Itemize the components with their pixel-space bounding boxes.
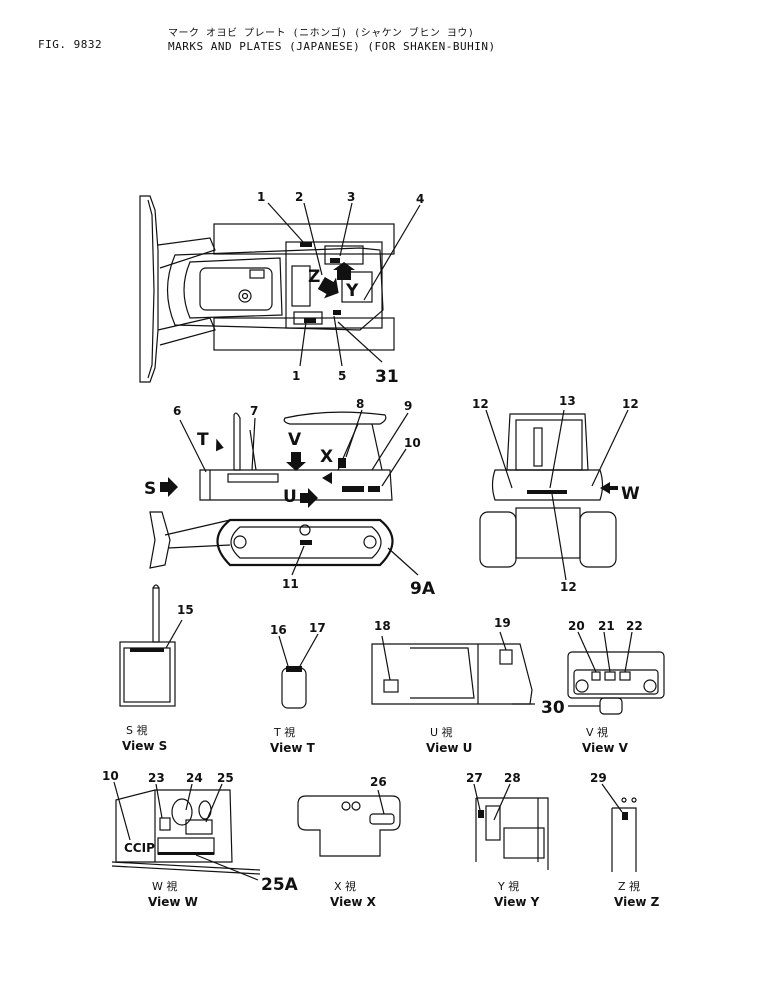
callout-11: 11 [282, 577, 299, 591]
callout-19: 19 [494, 616, 511, 630]
callout-7: 7 [250, 404, 258, 418]
callout-26: 26 [370, 775, 387, 789]
top-view-dozer [139, 195, 421, 383]
callout-1-top: 1 [257, 190, 265, 204]
arrow-label-w: W [621, 484, 640, 504]
view-w-jp: W 視 [152, 879, 177, 893]
view-t-label: View T [270, 741, 316, 755]
callout-22: 22 [626, 619, 643, 633]
callout-2: 2 [295, 190, 303, 204]
callout-23: 23 [148, 771, 165, 785]
callout-13: 13 [559, 394, 576, 408]
callout-25: 25 [217, 771, 234, 785]
arrow-label-z: Z [308, 267, 320, 287]
view-z-label: View Z [614, 895, 660, 909]
view-y-jp: Y 視 [497, 879, 519, 893]
callout-9a: 9A [410, 579, 436, 599]
callout-21: 21 [598, 619, 615, 633]
arrow-label-y: Y [345, 281, 359, 301]
callout-30: 30 [541, 698, 565, 718]
callout-1-bottom: 1 [292, 369, 300, 383]
callout-27: 27 [466, 771, 483, 785]
callout-10-view-w: 10 [102, 769, 119, 783]
callout-9: 9 [404, 399, 412, 413]
view-labels: S 視 View S T 視 View T U 視 View U V 視 Vie… [122, 723, 660, 909]
callout-16: 16 [270, 623, 287, 637]
callout-4: 4 [416, 192, 424, 206]
view-w-label: View W [148, 895, 198, 909]
view-x-jp: X 視 [334, 879, 356, 893]
view-s-detail [119, 584, 183, 707]
view-y-label: View Y [494, 895, 540, 909]
callout-17: 17 [309, 621, 326, 635]
callout-15: 15 [177, 603, 194, 617]
arrow-label-v: V [288, 430, 302, 450]
callout-12-right: 12 [622, 397, 639, 411]
callout-12-left: 12 [472, 397, 489, 411]
view-u-jp: U 視 [430, 725, 453, 739]
rear-view-dozer [479, 409, 629, 581]
view-v-label: View V [582, 741, 629, 755]
view-y-detail [473, 783, 549, 870]
view-v-jp: V 視 [586, 725, 608, 739]
arrow-label-u: U [283, 487, 297, 507]
view-t-jp: T 視 [273, 725, 295, 739]
view-s-jp: S 視 [126, 723, 147, 737]
view-s-label: View S [122, 739, 167, 753]
view-z-jp: Z 視 [618, 879, 640, 893]
callout-25a: 25A [261, 875, 299, 895]
plate-text-ccip: CCIP [124, 841, 155, 855]
view-z-detail [601, 783, 637, 872]
callout-29: 29 [590, 771, 607, 785]
arrow-label-s: S [144, 479, 156, 499]
callout-12-bottom: 12 [560, 580, 577, 594]
callout-3: 3 [347, 190, 355, 204]
title-japanese: マーク オヨビ プレート (ニホンゴ) (シャケン ブヒン ヨウ) [168, 28, 475, 39]
callout-18: 18 [374, 619, 391, 633]
arrow-label-t: T [197, 430, 209, 450]
view-t-detail [278, 633, 319, 709]
view-w-detail [111, 781, 261, 881]
view-u-label: View U [426, 741, 472, 755]
callout-24: 24 [186, 771, 203, 785]
view-v-detail [567, 631, 665, 715]
callout-6: 6 [173, 404, 181, 418]
callout-20: 20 [568, 619, 585, 633]
view-x-label: View X [330, 895, 377, 909]
callout-31: 31 [375, 367, 399, 387]
callout-28: 28 [504, 771, 521, 785]
callout-5: 5 [338, 369, 346, 383]
figure-number: FIG. 9832 [38, 38, 103, 51]
view-x-detail [297, 789, 401, 857]
side-view-dozer [149, 409, 419, 576]
callout-8: 8 [356, 397, 364, 411]
view-u-detail [371, 631, 535, 705]
arrow-label-x: X [320, 447, 333, 467]
callout-10: 10 [404, 436, 421, 450]
title-english: MARKS AND PLATES (JAPANESE) (FOR SHAKEN-… [168, 40, 496, 53]
